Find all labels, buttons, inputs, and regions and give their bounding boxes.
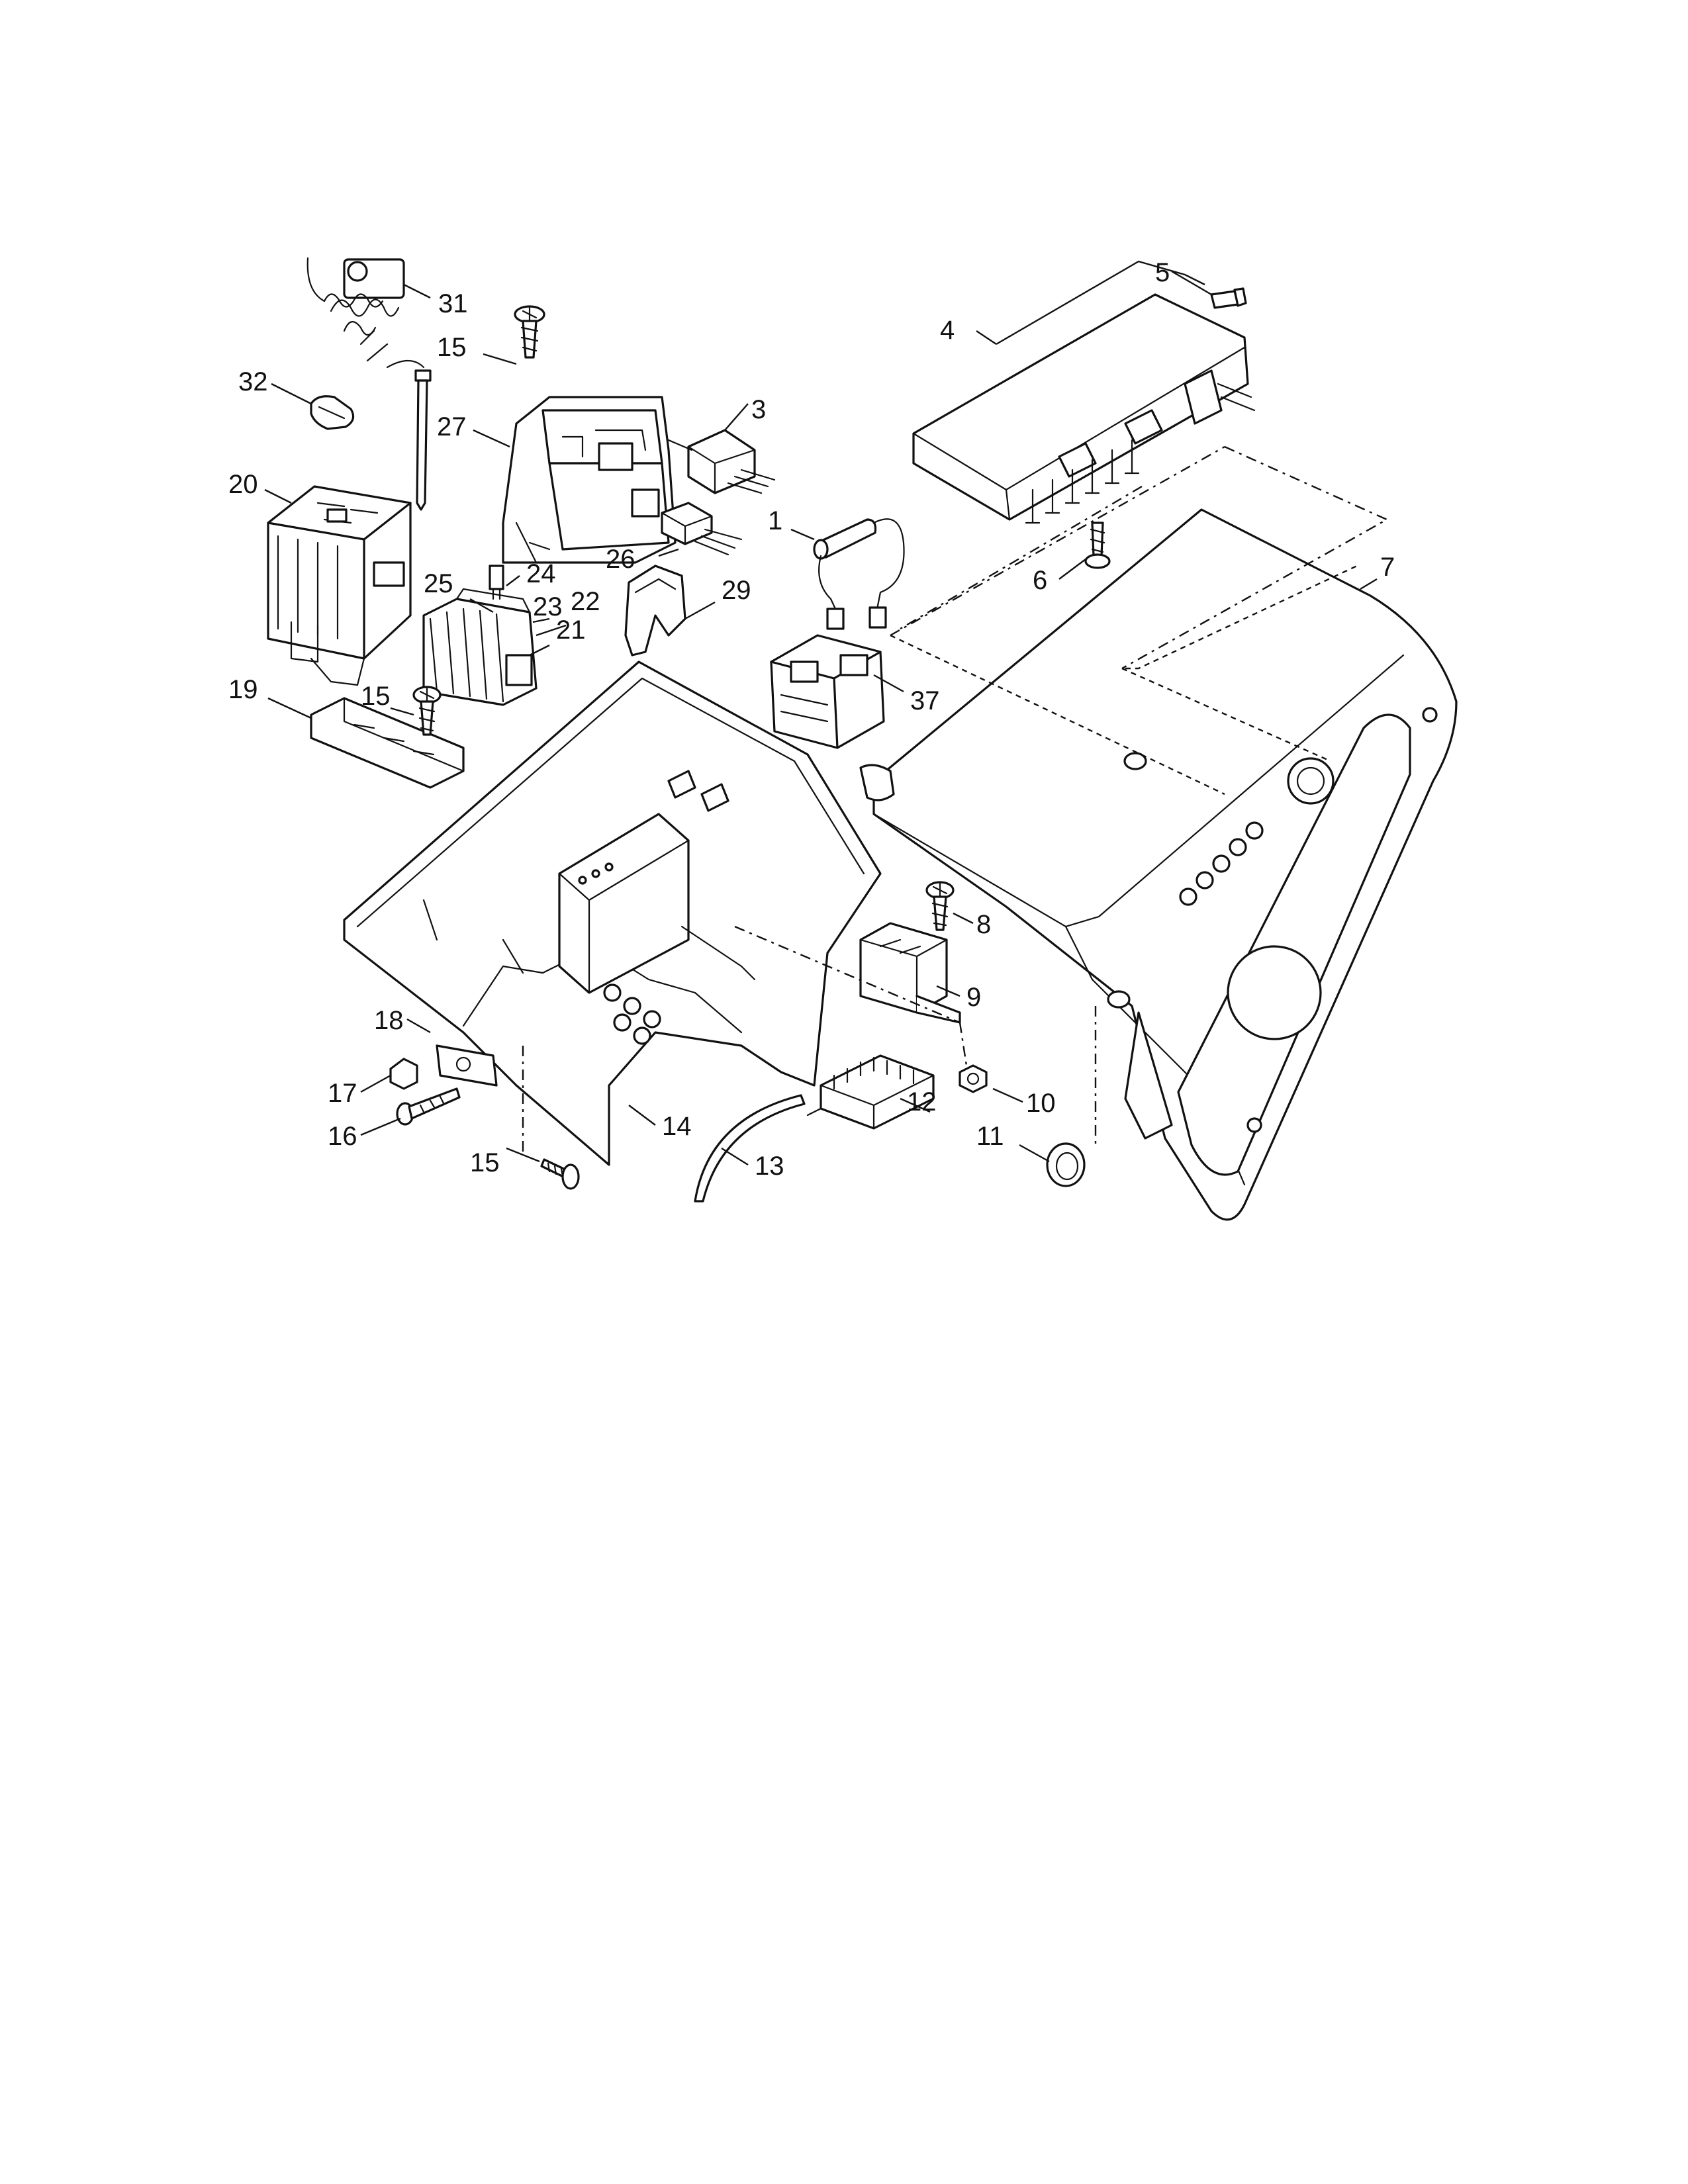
callout-23: 23 (533, 592, 563, 621)
part-15-screw-middle (412, 686, 442, 736)
part-8-screw (925, 881, 955, 931)
callout-29: 29 (722, 576, 751, 605)
part-7-housing-cover (859, 508, 1458, 1221)
callout-12: 12 (907, 1087, 937, 1116)
callout-20: 20 (228, 470, 258, 499)
callout-26: 26 (606, 545, 635, 574)
part-19-din-rail (310, 697, 465, 789)
leader-lines (264, 260, 1378, 1166)
part-20-contactor (267, 485, 412, 686)
callout-14: 14 (662, 1112, 692, 1141)
part-31-thermostat (306, 257, 425, 369)
part-12-terminal-strip (806, 1054, 935, 1130)
callout-18: 18 (374, 1006, 404, 1035)
callout-21: 21 (556, 615, 586, 645)
callout-5: 5 (1155, 258, 1170, 287)
part-15-screw-bottom (540, 1158, 580, 1190)
callout-27: 27 (437, 412, 467, 441)
callout-15: 15 (361, 682, 391, 711)
part-17-cap (389, 1058, 418, 1090)
callout-24: 24 (526, 559, 556, 588)
callout-22: 22 (571, 587, 600, 616)
callout-25: 25 (424, 569, 453, 598)
callout-37: 37 (910, 686, 940, 715)
callout-labels: 31 15 32 27 3 20 1 24 25 26 23 22 21 29 … (228, 258, 1395, 1181)
part-32-grommet (310, 395, 355, 430)
part-6-screw (1084, 522, 1111, 569)
callout-17: 17 (328, 1079, 357, 1108)
callout-19: 19 (228, 675, 258, 704)
part-15-screw-top (514, 305, 545, 359)
part-9-module (859, 922, 961, 1024)
part-14-base-tray (343, 660, 882, 1166)
callout-10: 10 (1026, 1089, 1056, 1118)
callout-8: 8 (976, 910, 991, 939)
part-27-transformer (502, 396, 677, 564)
part-37-control-box (770, 634, 885, 749)
callout-4: 4 (940, 316, 955, 345)
callout-15: 15 (470, 1148, 500, 1177)
callout-16: 16 (328, 1122, 357, 1151)
part-29-clip (624, 565, 686, 657)
part-27-probe (414, 369, 432, 511)
callout-32: 32 (238, 367, 268, 396)
part-18-plate (436, 1044, 498, 1087)
callout-15: 15 (437, 333, 467, 362)
part-3-connector (667, 429, 776, 494)
part-11-grommet (1046, 1142, 1086, 1187)
callout-6: 6 (1033, 566, 1047, 595)
callout-1: 1 (768, 506, 782, 535)
alignment-lines (522, 445, 1389, 1152)
callout-7: 7 (1380, 553, 1395, 582)
callout-11: 11 (976, 1122, 1004, 1151)
part-10-nut (959, 1064, 988, 1093)
callout-13: 13 (755, 1152, 784, 1181)
part-4-circuit-board (912, 293, 1256, 524)
part-5-fuse (1210, 287, 1247, 309)
callout-9: 9 (966, 983, 981, 1012)
part-13-cable-strap (694, 1094, 806, 1203)
callout-3: 3 (751, 395, 766, 424)
callout-31: 31 (438, 289, 468, 318)
part-1-capacitor (813, 518, 905, 630)
part-24-jumper (489, 565, 504, 600)
part-26-connector (661, 502, 743, 556)
part-21-terminal-block (422, 588, 538, 706)
part-16-screw (396, 1087, 461, 1126)
